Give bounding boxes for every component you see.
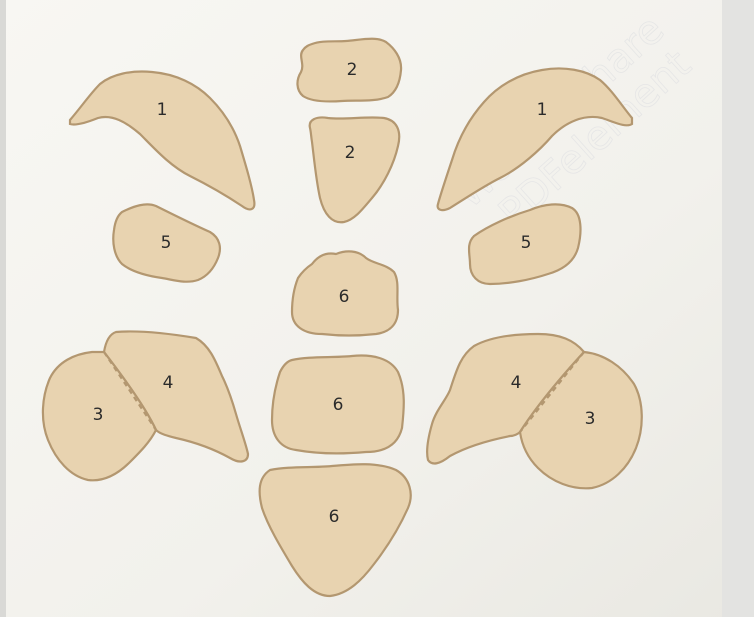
piece-2-top: 2 [297,39,401,102]
piece-label: 5 [521,233,532,253]
piece-label: 6 [329,507,340,527]
piece-label: 2 [345,143,356,163]
piece-label: 1 [537,100,548,120]
piece-label: 3 [585,409,596,429]
piece-label: 3 [93,405,104,425]
piece-label: 4 [511,373,522,393]
right-shadow [722,0,754,617]
piece-label: 5 [161,233,172,253]
piece-label: 1 [157,100,168,120]
piece-label: 6 [333,395,344,415]
piece-6-medium: 6 [272,356,404,454]
piece-label: 2 [347,60,358,80]
top-left-band [0,0,6,617]
piece-label: 6 [339,287,350,307]
piece-label: 4 [163,373,174,393]
